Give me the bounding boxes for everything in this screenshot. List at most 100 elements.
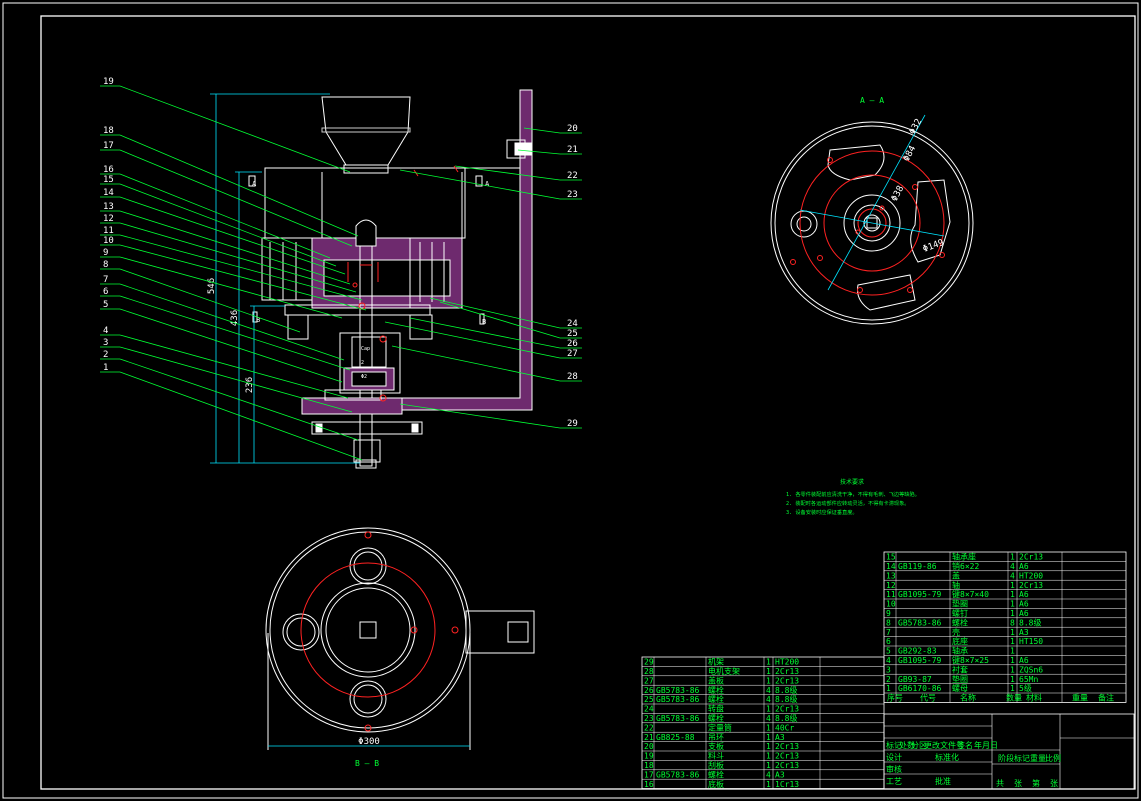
bom-right-qty: 1 xyxy=(1010,600,1015,609)
notes-line-2: 2. 装配时各运动部件应转动灵活，不得有卡滞现象。 xyxy=(786,499,910,507)
bom-left-mat: 8.8级 xyxy=(775,694,797,704)
bom-right-mat: 8.8级 xyxy=(1019,617,1041,627)
bom-right-name: 轴承座 xyxy=(952,552,976,562)
title-block-sheet: 第 xyxy=(1032,778,1040,788)
notes-title: 技术要求 xyxy=(840,478,864,486)
bom-right-mat: 2Cr13 xyxy=(1019,581,1043,590)
bom-left-name: 支板 xyxy=(708,741,724,751)
bom-right-qty: 1 xyxy=(1010,637,1015,646)
bom-right-name: 键8×7×25 xyxy=(952,655,989,665)
bom-right-name: 衬套 xyxy=(952,664,968,674)
notes-line-1: 1. 各零件装配前应清洗干净，不得有毛刺、飞边等缺陷。 xyxy=(786,490,920,498)
bom-right-header: 重量 xyxy=(1072,693,1088,703)
bom-left-qty: 4 xyxy=(766,714,771,723)
bom-left-name: 定量筒 xyxy=(708,722,732,732)
inner-label-cap: Cap xyxy=(361,346,370,352)
title-block-cell: 工艺 xyxy=(886,777,902,786)
bom-right-qty: 1 xyxy=(1010,665,1015,674)
bom-left-no: 19 xyxy=(644,752,654,761)
bom-left-name: 螺栓 xyxy=(708,769,724,779)
callout-25: 25 xyxy=(567,329,578,339)
bom-right-name: 垫圈 xyxy=(952,674,968,684)
callout-23: 23 xyxy=(567,190,578,200)
section-aa-red xyxy=(790,150,945,296)
bom-left-no: 24 xyxy=(644,705,654,714)
bom-right-qty: 4 xyxy=(1010,562,1015,571)
bearing-housing xyxy=(339,332,401,394)
bom-right-name: 螺钉 xyxy=(952,608,968,618)
bom-right-mat: A3 xyxy=(1019,628,1029,637)
bom-left-mat: 2Cr13 xyxy=(775,752,799,761)
bom-right-header: 材料 xyxy=(1026,693,1042,703)
bom-left-name: 盖板 xyxy=(708,675,724,685)
bom-right-std: GB6170-86 xyxy=(898,684,942,693)
inner-label-a: 2 xyxy=(361,360,364,366)
bom-right-std: GB1095-79 xyxy=(898,590,942,599)
bom-left-qty: 1 xyxy=(766,761,771,770)
bom-left-qty: 1 xyxy=(766,752,771,761)
bom-right-header: 名称 xyxy=(960,693,976,703)
hopper xyxy=(321,96,411,166)
bom-left-no: 22 xyxy=(644,723,654,732)
callout-13: 13 xyxy=(103,202,114,212)
bom-left-no: 28 xyxy=(644,667,654,676)
bom-right-no: 10 xyxy=(886,600,896,609)
bom-left-no: 17 xyxy=(644,770,654,779)
bom-left-mat: 8.8级 xyxy=(775,713,797,723)
bom-right-name: 轴承 xyxy=(952,646,968,656)
bom-left-mat: 2Cr13 xyxy=(775,761,799,770)
bom-left-mat: 1Cr13 xyxy=(775,780,799,789)
bom-left-no: 20 xyxy=(644,742,654,751)
callout-21: 21 xyxy=(567,145,578,155)
bom-left-qty: 4 xyxy=(766,770,771,779)
bom-right-no: 5 xyxy=(886,647,891,656)
callout-10: 10 xyxy=(103,236,114,246)
callout-20: 20 xyxy=(567,124,578,134)
bom-right-mat: 2Cr13 xyxy=(1019,553,1043,562)
bom-left-name: 螺栓 xyxy=(708,685,724,695)
aa-dim-2: Φ84 xyxy=(902,144,918,163)
bom-right-header: 序号 xyxy=(887,693,903,703)
bom-left-no: 27 xyxy=(644,676,654,685)
bom-left-qty: 1 xyxy=(766,658,771,667)
bom-left-mat: A3 xyxy=(775,733,785,742)
bb-dim-diameter: Φ300 xyxy=(358,737,380,747)
bom-right-qty: 1 xyxy=(1010,684,1015,693)
callout-5: 5 xyxy=(103,300,108,310)
bom-right-qty: 1 xyxy=(1010,553,1015,562)
title-block: 标记处数分区更改文件号签名年月日设计标准化审核工艺批准阶段标记重量比例共张第张 xyxy=(883,713,1135,790)
title-block-sheet: 共 xyxy=(996,779,1004,788)
bom-left-name: 螺栓 xyxy=(708,694,724,704)
bom-left-qty: 1 xyxy=(766,676,771,685)
bom-right-mat: A6 xyxy=(1019,656,1029,665)
bom-right-qty: 1 xyxy=(1010,656,1015,665)
callout-3: 3 xyxy=(103,338,108,348)
callout-28: 28 xyxy=(567,372,578,382)
callout-19: 19 xyxy=(103,77,114,87)
title-block-cell: 批准 xyxy=(935,776,951,786)
title-block-sheet: 张 xyxy=(1050,779,1058,788)
bom-left-qty: 4 xyxy=(766,686,771,695)
bom-right-mat: 65Mn xyxy=(1019,675,1038,684)
bom-left-no: 26 xyxy=(644,686,654,695)
title-block-stage: 比例 xyxy=(1045,753,1061,763)
bom-left-std: GB825-88 xyxy=(656,733,695,742)
bom-right-no: 6 xyxy=(886,637,891,646)
bom-right-mat: A6 xyxy=(1019,562,1029,571)
section-bb-view xyxy=(265,527,535,750)
bom-right-name: 螺母 xyxy=(952,683,968,693)
callout-2: 2 xyxy=(103,350,108,360)
bom-left-no: 16 xyxy=(644,780,654,789)
frame xyxy=(401,89,533,411)
bom-left-name: 电机支架 xyxy=(708,666,740,676)
callout-15: 15 xyxy=(103,175,114,185)
bom-right-name: 键8×7×40 xyxy=(952,589,989,599)
bom-left-mat: 2Cr13 xyxy=(775,667,799,676)
callout-24: 24 xyxy=(567,319,578,329)
callout-9: 9 xyxy=(103,248,108,258)
title-block-cell: 处数 xyxy=(899,740,915,750)
bom-left-name: 刮板 xyxy=(708,760,724,770)
bom-right-std: GB292-83 xyxy=(898,647,937,656)
bom-right-header: 数量 xyxy=(1006,693,1022,703)
